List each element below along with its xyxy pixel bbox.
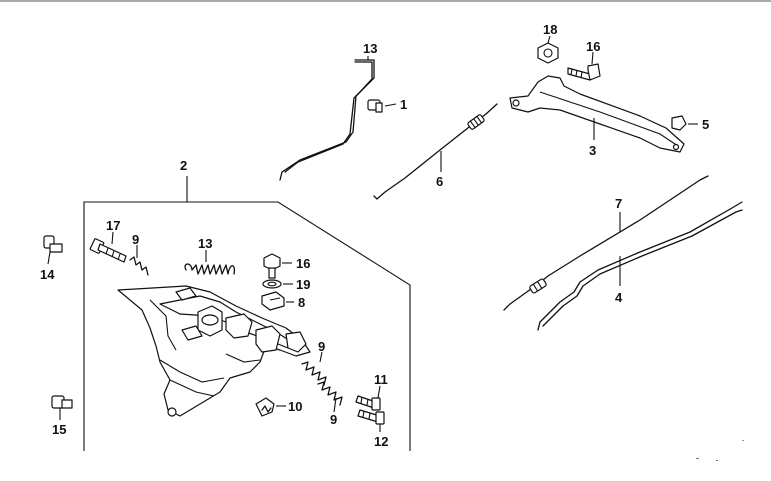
part-9-spring-a (129, 245, 149, 276)
callout-18: 18 (543, 22, 557, 37)
part-6-wire (373, 103, 498, 200)
part-12-rod (279, 56, 375, 181)
part-3-lever (509, 75, 685, 153)
callout-3: 3 (589, 143, 596, 158)
part-9-spring-c (317, 381, 343, 413)
callout-17: 17 (106, 218, 120, 233)
callout-1: 1 (400, 97, 407, 112)
part-5-nut (671, 115, 698, 131)
part-9-spring-b (301, 351, 327, 386)
callout-12: 13 (363, 41, 377, 56)
callout-13-lower: 15 (52, 422, 66, 437)
part-19-washer (262, 279, 293, 289)
callout-2: 2 (180, 158, 187, 173)
callout-15: 16 (296, 256, 310, 271)
part-16-bolt-upper (355, 385, 381, 411)
callout-9-top: 9 (132, 232, 139, 247)
callout-13-upper: 14 (40, 267, 55, 282)
callout-5: 5 (702, 117, 709, 132)
part-2-bracket (117, 285, 311, 417)
callout-11: 13 (198, 236, 212, 251)
part-8-clip (261, 291, 294, 311)
callout-9-lower: 9 (330, 412, 337, 427)
callout-14: 16 (586, 39, 600, 54)
part-10-pin (255, 397, 286, 417)
callout-10: 10 (288, 399, 302, 414)
part-11-spring (184, 250, 236, 275)
callout-8: 8 (298, 295, 305, 310)
specks (696, 440, 744, 461)
assembly-box-outline (83, 176, 411, 451)
callout-16-lower: 12 (374, 434, 388, 449)
part-13-bolt-upper (43, 235, 63, 265)
part-14-bolt (567, 51, 601, 81)
part-16-bolt-lower (357, 409, 385, 432)
part-13-bolt-lower (51, 395, 73, 420)
part-15-bolt (263, 253, 292, 279)
part-18-nut (537, 35, 559, 64)
callout-4: 4 (615, 290, 623, 305)
callout-7: 7 (615, 196, 622, 211)
callout-16-upper: 11 (374, 372, 388, 387)
callout-9-middle: 9 (318, 339, 325, 354)
part-4-rod (537, 201, 743, 331)
part-17-bolt (89, 231, 127, 263)
callout-6: 6 (436, 174, 443, 189)
part-1-clip (367, 99, 397, 113)
callout-19: 19 (296, 277, 310, 292)
part-7-cable (503, 175, 709, 311)
